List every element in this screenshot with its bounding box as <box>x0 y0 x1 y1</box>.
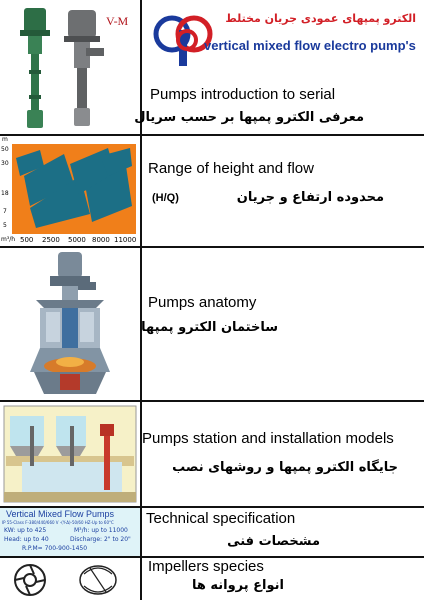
vertical-pumps-image <box>0 0 140 134</box>
y-tick-label: 50 <box>1 146 9 153</box>
section-pumps-introduction[interactable]: Pumps introduction to serial معرفی الکتر… <box>134 80 424 134</box>
impellers-image <box>0 558 140 600</box>
logo-title-en: vertical mixed flow electro pump's <box>204 38 416 53</box>
range-chart-thumbnail: m 50 30 18 7 5 m³/h 500 2500 5000 8000 1… <box>0 136 140 246</box>
section-title-fa: محدوده ارتفاع و جریان <box>236 190 384 205</box>
divider <box>0 246 424 248</box>
coverage-region <box>16 150 44 176</box>
logo-mark-icon <box>153 15 213 66</box>
spec-flow: M³/h: up to 11000 <box>74 527 128 534</box>
section-title-fa: معرفی الکترو پمپها بر حسب سریال <box>134 110 364 125</box>
logo-title-fa: الکترو پمپهای عمودی جریان مختلط <box>225 12 416 25</box>
divider <box>0 134 424 136</box>
section-title-en: Technical specification <box>146 510 296 527</box>
x-tick-label: 2500 <box>42 236 60 244</box>
spec-line: IP 55-Class F-380/440/660 V -(Y-Δ)-50/60… <box>2 520 114 525</box>
section-title-fa: ساختمان الکترو پمپها <box>141 320 278 335</box>
column-divider <box>140 0 142 600</box>
section-title-en: Range of height and flow <box>148 160 314 177</box>
range-chart <box>0 136 140 246</box>
x-tick-label: 8000 <box>92 236 110 244</box>
y-tick-label: 5 <box>3 222 7 229</box>
section-title-fa: جایگاه الکترو پمپها و روشهای نصب <box>172 460 398 475</box>
y-axis-unit: m <box>2 136 8 143</box>
spec-rpm: R.P.M= 700-900-1450 <box>22 545 88 552</box>
x-axis-unit: m³/h <box>1 236 16 243</box>
divider <box>0 506 424 508</box>
pumps-thumbnail: V-M <box>0 0 140 134</box>
pump-anatomy-image <box>0 248 140 400</box>
section-title-en: Pumps station and installation models <box>142 430 394 447</box>
coverage-region <box>30 176 90 228</box>
section-title-fa: انواع پروانه ها <box>191 578 284 593</box>
divider <box>0 556 424 558</box>
spec-card: Vertical Mixed Flow Pumps IP 55-Class F-… <box>0 508 140 556</box>
section-title-en: Impellers species <box>148 558 264 575</box>
coverage-region <box>100 148 132 176</box>
anatomy-thumbnail <box>0 248 140 400</box>
section-title-suffix: (H/Q) <box>152 192 179 204</box>
section-technical-specification[interactable]: Technical specification مشخصات فنی <box>142 508 424 556</box>
x-tick-label: 5000 <box>68 236 86 244</box>
spec-head: Head: up to 40 <box>4 536 49 543</box>
section-pumps-anatomy[interactable]: Pumps anatomy ساختمان الکترو پمپها <box>141 284 424 354</box>
section-title-en: Pumps anatomy <box>148 294 257 311</box>
section-range-height-flow[interactable]: Range of height and flow محدوده ارتفاع و… <box>142 150 424 230</box>
x-tick-label: 11000 <box>114 236 137 244</box>
station-thumbnail <box>0 402 140 506</box>
y-tick-label: 18 <box>1 190 9 197</box>
section-impellers-species[interactable]: Impellers species انواع پروانه ها <box>142 558 424 600</box>
spec-card-title: Vertical Mixed Flow Pumps <box>6 509 115 519</box>
section-title-en: Pumps introduction to serial <box>150 86 336 103</box>
coverage-region <box>86 166 132 222</box>
spec-kw: KW: up to 425 <box>4 527 47 534</box>
divider <box>0 400 424 402</box>
impellers-thumbnail <box>0 558 140 600</box>
spec-discharge: Discharge: 2" to 20" <box>70 536 131 543</box>
y-tick-label: 7 <box>3 208 7 215</box>
coverage-region <box>24 154 74 206</box>
x-tick-label: 500 <box>20 236 34 244</box>
company-logo: الکترو پمپهای عمودی جریان مختلط vertical… <box>150 2 424 72</box>
y-tick-label: 30 <box>1 160 9 167</box>
pump-station-image <box>0 402 140 506</box>
model-tag: V-M <box>106 14 129 28</box>
section-title-fa: مشخصات فنی <box>227 534 320 549</box>
section-pumps-station[interactable]: Pumps station and installation models جا… <box>142 422 424 492</box>
